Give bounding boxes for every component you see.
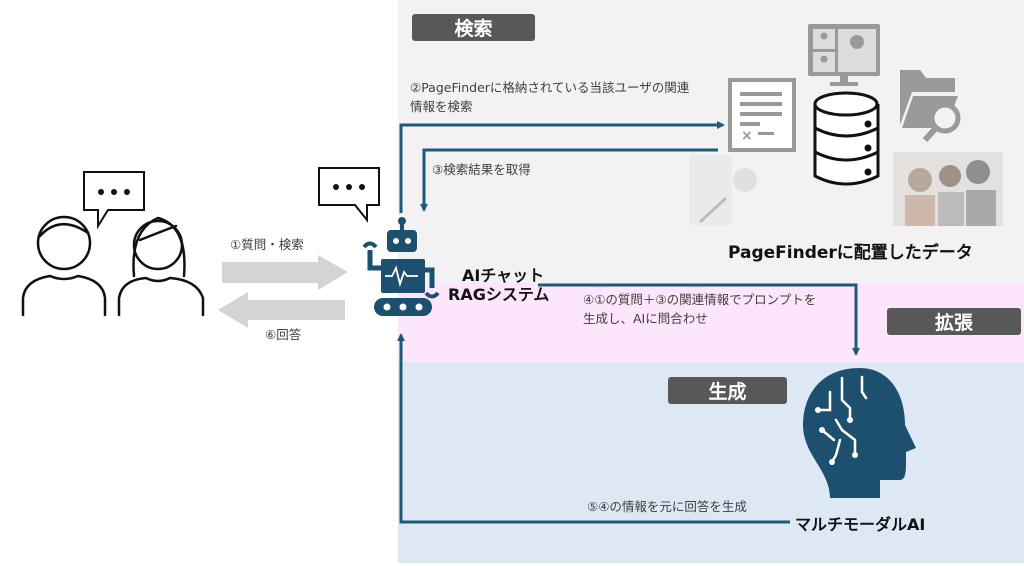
ai-brain-head-icon — [803, 368, 916, 498]
database-icon — [813, 91, 880, 186]
step4-label-line2: 生成し、AIに問合わせ — [583, 311, 708, 326]
arrow-search-result — [420, 148, 718, 212]
people-meeting-image — [893, 152, 1003, 226]
users-icon — [21, 215, 205, 317]
search-zone-label: 検索 — [412, 14, 535, 41]
document-icon: × — [728, 78, 796, 152]
step5-label: ⑤④の情報を元に回答を生成 — [587, 499, 747, 514]
photo-analytics-image — [690, 155, 757, 225]
robot-icon — [362, 217, 440, 316]
arrow-question — [222, 255, 348, 290]
svg-text:×: × — [741, 128, 753, 144]
rag-system-title-line1: AIチャット — [462, 266, 545, 285]
rag-system-title-line2: RAGシステム — [448, 285, 550, 304]
arrow-search-request — [399, 121, 725, 213]
generate-zone-label: 生成 — [668, 377, 787, 404]
step6-label: ⑥回答 — [265, 327, 302, 342]
user-speech-bubble-icon — [83, 171, 145, 230]
step3-label: ③検索結果を取得 — [432, 162, 531, 177]
augment-zone-label: 拡張 — [887, 308, 1021, 335]
step2-label-line1: ②PageFinderに格納されている当該ユーザの関連 — [410, 80, 690, 95]
robot-speech-bubble-icon — [318, 167, 380, 223]
multimodal-ai-label: マルチモーダルAI — [795, 515, 926, 534]
arrow-prompt — [538, 283, 860, 356]
search-zone — [398, 0, 1024, 283]
folder-search-icon — [900, 70, 961, 143]
step4-label-line1: ④①の質問＋③の関連情報でプロンプトを — [583, 292, 817, 307]
step2-label-line2: 情報を検索 — [410, 99, 473, 114]
arrow-answer-generation — [397, 333, 790, 524]
pagefinder-data-label: PageFinderに配置したデータ — [728, 243, 973, 263]
monitor-video-call-icon — [808, 24, 880, 86]
step1-label: ①質問・検索 — [230, 237, 304, 252]
arrow-answer — [218, 292, 345, 328]
